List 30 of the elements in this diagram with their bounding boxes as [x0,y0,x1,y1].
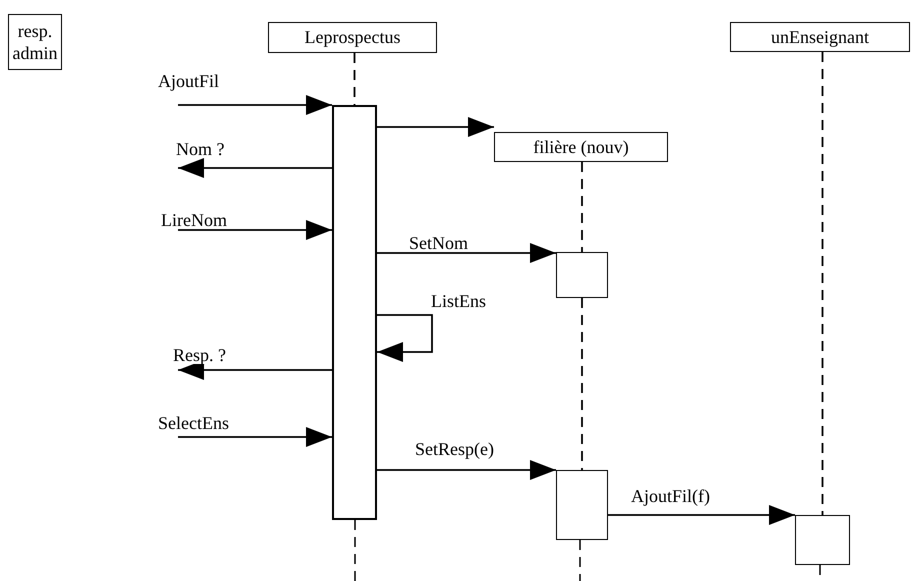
message-label: SelectEns [157,414,230,432]
message-label: SetResp(e) [414,440,495,458]
lifeline [822,52,824,515]
lifeline-header: unEnseignant [730,22,910,52]
activation-box [556,252,608,298]
message-label: AjoutFil [157,72,220,90]
lifeline [581,298,583,470]
message-label: Nom ? [175,140,226,158]
message-arrow [377,243,556,263]
lifeline [581,162,583,252]
activation-box [795,515,850,565]
self-message-arrow [377,314,433,362]
message-arrow [377,117,494,137]
message-arrow [178,427,332,447]
message-arrow [178,95,332,115]
message-arrow [608,505,795,525]
lifeline [354,53,356,105]
message-arrow [178,220,332,240]
message-label: SetNom [408,234,470,252]
message-label: Resp. ? [172,346,227,364]
actor-box: resp. admin [8,14,62,70]
activation-box [556,470,608,540]
message-arrow [377,460,556,480]
message-arrow [178,158,332,178]
lifeline-header: filière (nouv) [494,132,668,162]
message-label: ListEns [430,292,488,310]
message-label: AjoutFil(f) [630,487,711,505]
activation-bar [332,105,377,520]
message-label: LireNom [160,211,228,229]
lifeline-header: Leprospectus [268,22,437,53]
